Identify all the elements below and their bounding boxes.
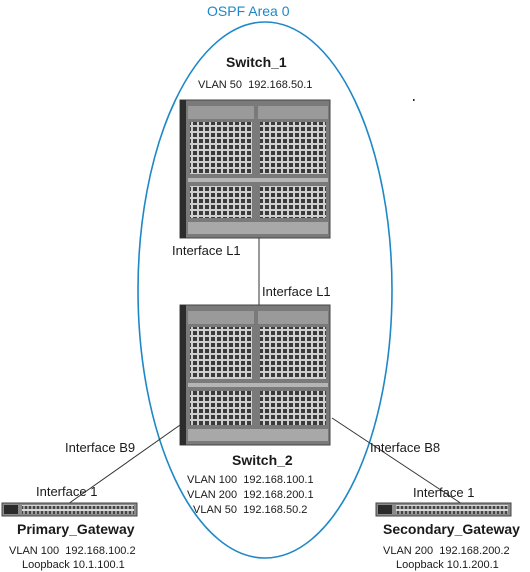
switch-2-interface-l1: Interface L1 [262,284,331,299]
switch-2-interface-b9: Interface B9 [65,440,136,455]
secondary-gateway-interface: Interface 1 [413,485,475,500]
primary-gateway-vlan: VLAN 100 192.168.100.2 [9,545,136,557]
link-switch2-secondary-gateway [331,417,463,505]
primary-gateway-name: Primary_Gateway [17,521,135,537]
primary-gateway-switch-icon [1,502,138,517]
switch-2-vlan-200: VLAN 200 192.168.200.1 [187,489,314,501]
secondary-gateway-name: Secondary_Gateway [383,521,520,537]
ospf-area-ellipse [137,21,393,559]
stray-mark [413,99,415,101]
primary-gateway-loopback: Loopback 10.1.100.1 [22,559,125,571]
switch-2-interface-b8: Interface B8 [370,440,441,455]
secondary-gateway-vlan: VLAN 200 192.168.200.2 [383,545,510,557]
switch-2-vlan-50: VLAN 50 192.168.50.2 [193,504,308,516]
switch-1-name: Switch_1 [226,54,287,70]
ospf-area-label: OSPF Area 0 [207,3,290,19]
switch-2-vlan-100: VLAN 100 192.168.100.1 [187,474,314,486]
switch-1-interface-l1: Interface L1 [172,243,241,258]
switch-2-chassis-icon [179,304,331,446]
secondary-gateway-loopback: Loopback 10.1.200.1 [396,559,499,571]
switch-1-chassis-icon [179,99,331,239]
switch-1-vlan: VLAN 50 192.168.50.1 [198,79,313,91]
primary-gateway-interface: Interface 1 [36,484,98,499]
link-switch2-primary-gateway [67,417,191,505]
secondary-gateway-switch-icon [375,502,512,517]
switch-2-name: Switch_2 [232,452,293,468]
